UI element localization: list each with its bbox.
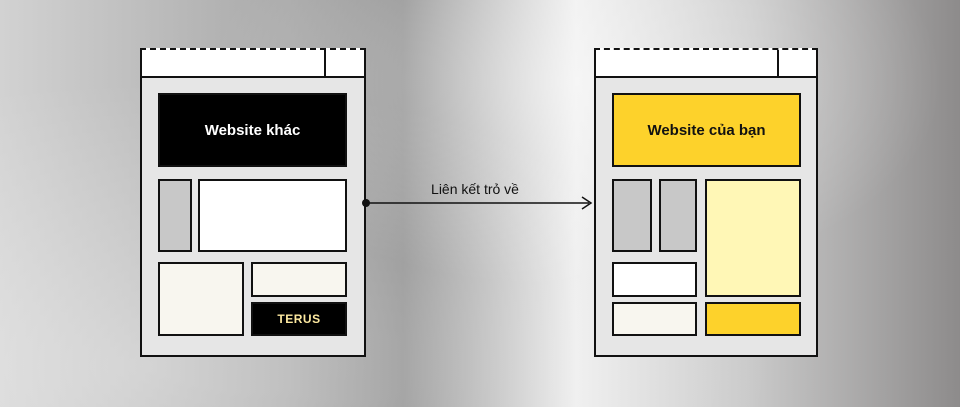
- target-content-block: [705, 179, 801, 297]
- target-footer-block-right: [705, 302, 801, 336]
- target-footer-block-left: [612, 302, 697, 336]
- target-hero-block: Website của bạn: [612, 93, 801, 167]
- source-hero-label: Website khác: [204, 121, 301, 139]
- target-browser-bar: [594, 48, 818, 78]
- source-browser-bar-divider: [324, 50, 326, 76]
- source-footer-block-left: [158, 262, 244, 336]
- source-hero-block: Website khác: [158, 93, 347, 167]
- terus-badge: TERUS: [251, 302, 347, 336]
- source-browser-bar: [140, 48, 366, 78]
- target-hero-label: Website của bạn: [647, 121, 766, 139]
- source-footer-block-right: [251, 262, 347, 297]
- arrow-head: [581, 196, 593, 210]
- target-browser-bar-divider: [777, 50, 779, 76]
- target-sidebar-block-2: [659, 179, 697, 252]
- target-sidebar-block-1: [612, 179, 652, 252]
- backlink-label: Liên kết trỏ về: [431, 181, 519, 197]
- terus-badge-label: TERUS: [277, 312, 321, 326]
- source-sidebar-block: [158, 179, 192, 252]
- source-content-block: [198, 179, 347, 252]
- target-mid-block: [612, 262, 697, 297]
